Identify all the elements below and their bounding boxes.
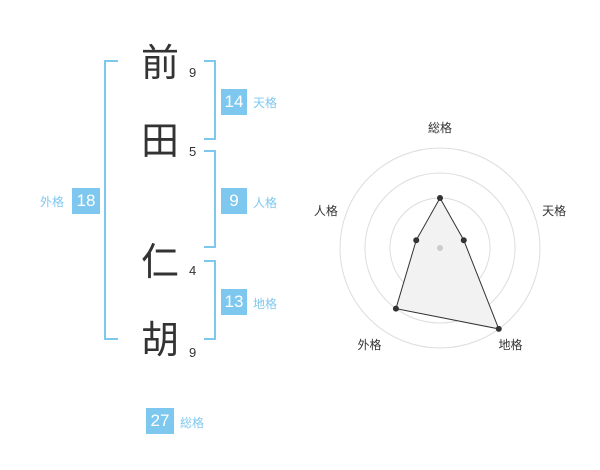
radar-axis-label-3: 地格 [499,337,523,352]
radar-point-4 [392,305,399,312]
stroke-count-2: 5 [189,144,197,159]
radar-grid-ring-4 [339,147,541,349]
radar-point-5 [413,237,420,244]
radar-grid-ring-3 [364,172,516,324]
name-char-4: 胡 [140,318,179,362]
tenkaku-badge: 14 [221,89,247,115]
radar-point-1 [437,195,443,201]
radar-center-dot [437,245,443,251]
chikaku-bracket [204,260,216,340]
jinkaku-label: 人格 [253,196,278,210]
name-char-2: 田 [140,119,179,163]
soukaku-label: 総格 [180,416,205,430]
gaikaku-label: 外格 [40,195,65,209]
radar-axis-label-2: 天格 [542,203,566,218]
chikaku-label: 地格 [253,297,278,311]
name-char-1: 前 [140,41,179,85]
tenkaku-label: 天格 [253,96,278,110]
tenkaku-bracket [204,60,216,140]
jinkaku-badge: 9 [221,188,247,214]
gaikaku-badge: 18 [72,188,100,214]
radar-axis-label-5: 人格 [314,203,338,218]
gaikaku-bracket [104,60,118,340]
stroke-count-3: 4 [189,263,197,278]
name-char-3: 仁 [140,240,179,284]
radar-point-3 [495,325,502,332]
chikaku-badge: 13 [221,289,247,315]
radar-axis-label-1: 総格 [428,120,452,135]
radar-point-2 [460,237,467,244]
stroke-count-1: 9 [189,65,197,80]
soukaku-badge: 27 [146,408,174,434]
radar-data-polygon [395,196,500,330]
stroke-count-4: 9 [189,345,197,360]
jinkaku-bracket [204,150,216,248]
radar-axis-label-4: 外格 [357,337,381,352]
